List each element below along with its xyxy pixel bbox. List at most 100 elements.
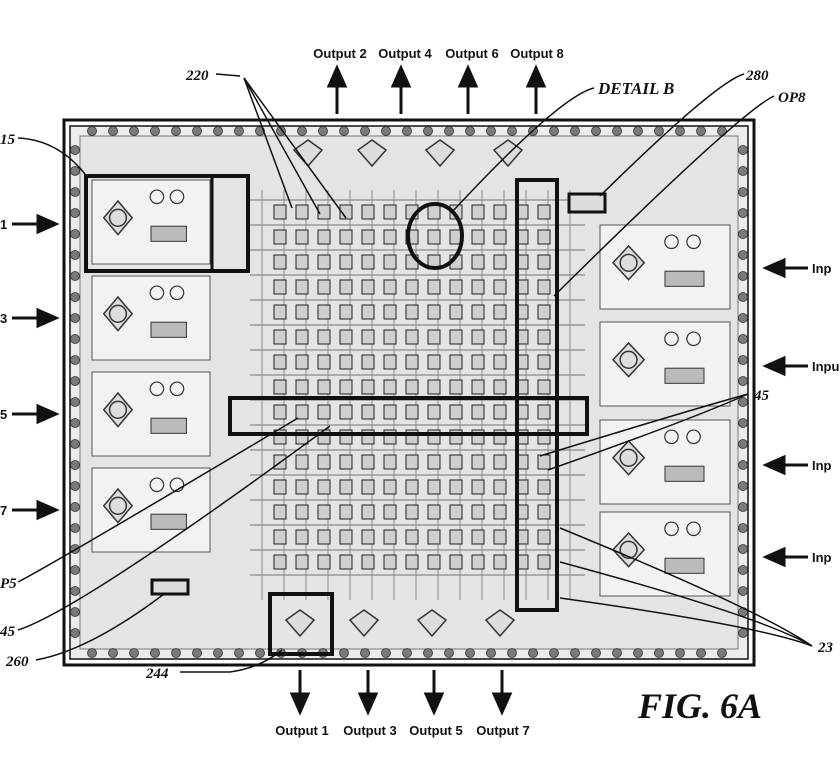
switch-cell [318,355,330,369]
bond-pad [550,649,559,658]
bond-pad [71,209,80,218]
bond-pad [71,524,80,533]
switch-cell [384,355,396,369]
switch-cell [318,405,330,419]
switch-cell [472,380,484,394]
switch-cell [362,205,374,219]
switch-cell [406,305,418,319]
switch-cell [274,305,286,319]
switch-cell [450,530,462,544]
bond-pad [71,440,80,449]
switch-cell [450,380,462,394]
switch-cell [340,480,352,494]
bond-pad [739,398,748,407]
bond-pad [739,377,748,386]
switch-cell [384,530,396,544]
bond-pad [424,127,433,136]
bond-pad [151,127,160,136]
switch-cell [538,330,550,344]
switch-cell [450,505,462,519]
bond-pad [71,356,80,365]
switch-cell [450,330,462,344]
output-label-bottom-4: Output 7 [476,723,529,738]
switch-cell [538,305,550,319]
bond-pad [445,649,454,658]
transistor-block [151,226,186,241]
callout-op8: OP8 [778,90,806,106]
switch-cell [406,455,418,469]
callout-260: 260 [5,654,29,670]
bond-pad [487,127,496,136]
switch-cell [362,480,374,494]
switch-cell [296,505,308,519]
bond-pad [71,566,80,575]
bond-pad [71,398,80,407]
bond-pad [71,377,80,386]
switch-cell [384,505,396,519]
switch-cell [472,255,484,269]
bond-pad [739,335,748,344]
switch-cell [362,330,374,344]
switch-cell [428,530,440,544]
bond-pad [634,127,643,136]
switch-cell [296,455,308,469]
bond-pad [382,127,391,136]
bond-pad [529,649,538,658]
switch-cell [472,355,484,369]
bond-pad [655,127,664,136]
switch-cell [362,280,374,294]
switch-cell [296,255,308,269]
callout-op5: P5 [0,576,17,592]
switch-cell [274,280,286,294]
switch-cell [472,330,484,344]
switch-cell [494,505,506,519]
switch-cell [428,305,440,319]
bond-pad [739,419,748,428]
bond-pad [739,440,748,449]
bond-pad [592,127,601,136]
switch-cell [538,455,550,469]
switch-cell [450,480,462,494]
switch-cell [318,455,330,469]
switch-cell [362,505,374,519]
switch-cell [472,305,484,319]
switch-cell [340,255,352,269]
switch-cell [494,405,506,419]
callout-280: 280 [745,68,769,84]
bond-pad [739,566,748,575]
transistor-block [665,271,704,286]
bond-pad [739,293,748,302]
callout-220: 220 [185,68,209,84]
switch-cell [274,555,286,569]
switch-cell [428,405,440,419]
switch-cell [494,305,506,319]
switch-cell [472,455,484,469]
bond-pad [214,127,223,136]
bottom-output-arrows [292,670,510,712]
switch-cell [340,530,352,544]
bond-pad [172,649,181,658]
bond-pad [71,146,80,155]
switch-cell [384,305,396,319]
bond-pad [71,293,80,302]
callout-215: 15 [0,132,16,148]
switch-cell [340,455,352,469]
control-block-280 [569,194,605,212]
switch-cell [538,380,550,394]
switch-cell [274,505,286,519]
switch-cell [296,230,308,244]
bond-pad [487,649,496,658]
bond-pad [697,649,706,658]
switch-cell [340,230,352,244]
bond-pad [403,127,412,136]
input-label-right-3: Inp [812,458,832,473]
callout-45-right: 45 [753,388,770,404]
switch-cell [384,380,396,394]
switch-cell [472,405,484,419]
switch-cell [494,205,506,219]
bond-pad [71,587,80,596]
input-label-left-2: 3 [0,311,7,326]
switch-cell [472,280,484,294]
bond-pad [634,649,643,658]
